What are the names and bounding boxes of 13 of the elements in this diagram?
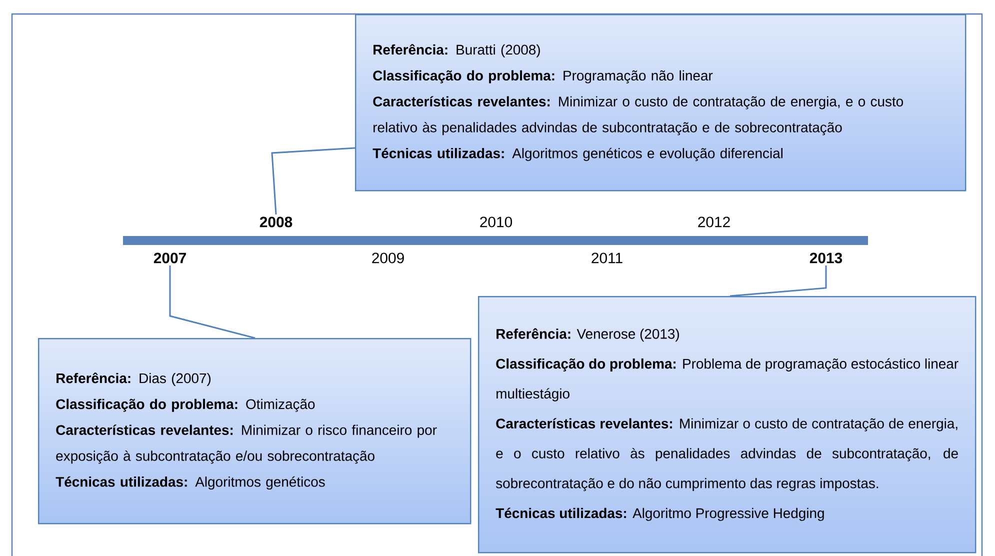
year-label: 2008	[260, 216, 292, 228]
year-label: 2013	[810, 252, 842, 264]
callout-box: Referência: Venerose (2013) Classificação do problema: Problema de programação estocástico linear multiestágio Características revelantes: Minimizar o custo de contratação de energia, e o custo relativo às penalidades advindas de subcontratação, de sobrecontratação e do não cumprimento das regras impostas. Técnicas utilizadas: Algoritmo Progressive Hedging	[478, 296, 976, 554]
callout-box: Referência: Dias (2007) Classificação do problema: Otimização Características revelantes: Minimizar o risco financeiro por exposição à subcontratação e/ou sobrecontratação Técnicas utilizadas: Algoritmos genéticos	[38, 338, 472, 524]
year-label: 2010	[480, 216, 512, 228]
year-label: 2007	[154, 252, 186, 264]
year-label: 2011	[592, 252, 622, 264]
leader-line	[169, 265, 256, 339]
year-label: 2012	[698, 216, 730, 228]
leader-line	[271, 147, 356, 215]
callout-box: Referência: Buratti (2008) Classificação do problema: Programação não linear Características revelantes: Minimizar o custo de contratação de energia, e o custo relativo às penalidades advindas de subcontratação e de sobrecontratação Técnicas utilizadas: Algoritmos genéticos e evolução diferencial	[355, 14, 966, 192]
leader-line	[730, 266, 827, 297]
year-label: 2009	[372, 252, 404, 264]
